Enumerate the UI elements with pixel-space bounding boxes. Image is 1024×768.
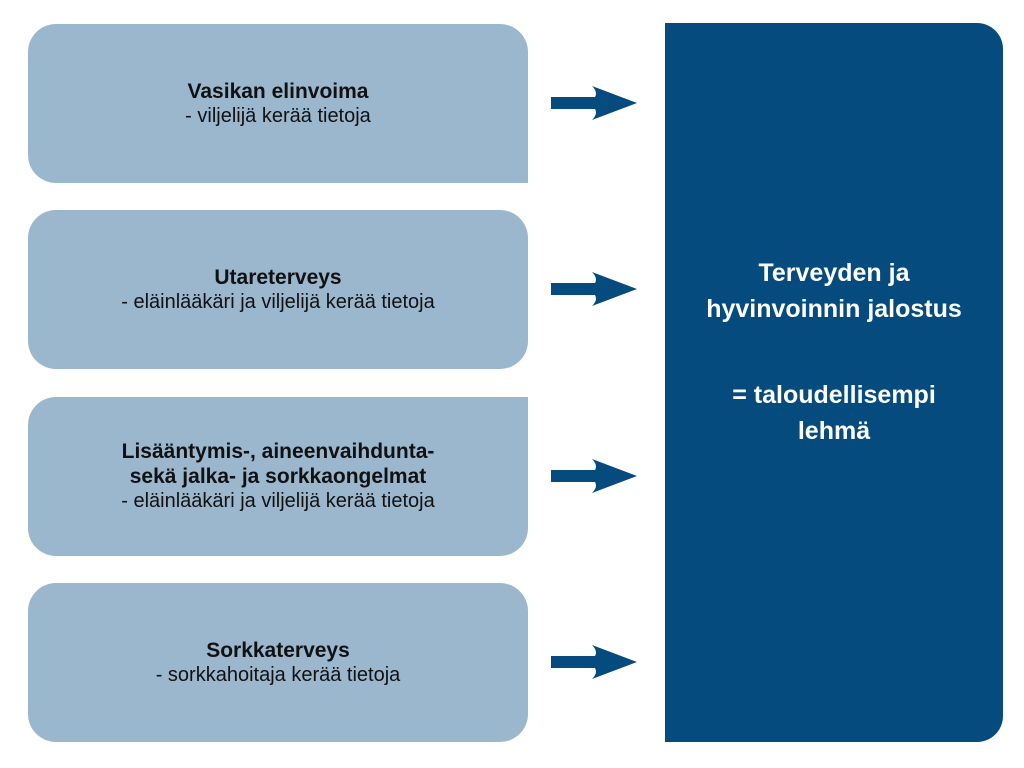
result-outcome-line: lehmä: [797, 417, 871, 445]
result-title-line: Terveyden ja: [758, 259, 910, 287]
source-title: sekä jalka- ja sorkkaongelmat: [129, 465, 427, 488]
source-title: Sorkkaterveys: [206, 638, 350, 662]
source-box-udder-health: Utareterveys - eläinlääkäri ja viljelijä…: [28, 210, 528, 369]
arrow-right-icon: [551, 86, 637, 120]
source-title: Utareterveys: [214, 265, 342, 289]
arrow-right-icon: [551, 645, 637, 679]
source-box-fertility-metabolic-hoof: Lisääntymis-, aineenvaihdunta- sekä jalk…: [28, 397, 528, 556]
source-box-hoof-health: Sorkkaterveys - sorkkahoitaja kerää tiet…: [28, 583, 528, 742]
source-box-calf-vitality: Vasikan elinvoima - viljelijä kerää tiet…: [28, 24, 528, 183]
source-subtitle: - viljelijä kerää tietoja: [185, 104, 371, 127]
source-title: Vasikan elinvoima: [187, 79, 369, 103]
result-box: Terveyden ja hyvinvoinnin jalostus = tal…: [665, 23, 1003, 742]
arrow-right-icon: [551, 272, 637, 306]
result-title-line: hyvinvoinnin jalostus: [706, 295, 962, 323]
source-subtitle: - sorkkahoitaja kerää tietoja: [155, 663, 401, 686]
source-subtitle: - eläinlääkäri ja viljelijä kerää tietoj…: [121, 490, 435, 512]
source-title: Lisääntymis-, aineenvaihdunta-: [121, 440, 435, 463]
source-subtitle: - eläinlääkäri ja viljelijä kerää tietoj…: [121, 290, 435, 313]
result-outcome-line: = taloudellisempi: [732, 381, 936, 409]
arrow-right-icon: [551, 459, 637, 493]
